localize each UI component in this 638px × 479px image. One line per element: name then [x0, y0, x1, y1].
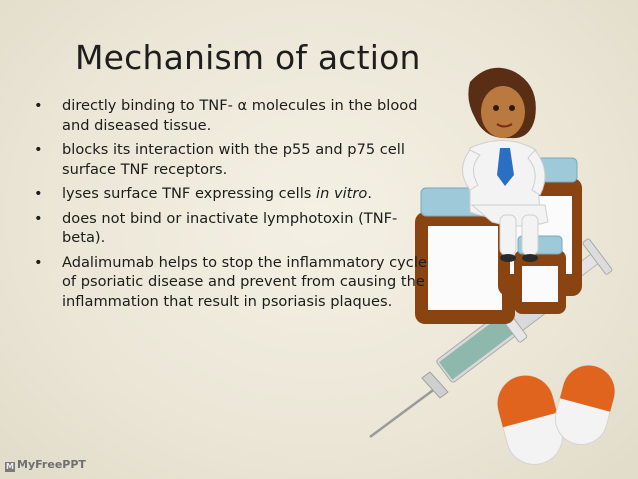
bullet-item: • directly binding to TNF- α molecules i… — [34, 96, 434, 135]
bullet-icon: • — [34, 209, 43, 227]
watermark-text: MyFreePPT — [17, 458, 86, 471]
doctor-character-illustration — [462, 67, 549, 262]
bullet-icon: • — [34, 185, 43, 202]
bullet-item: • blocks its interaction with the p55 an… — [34, 140, 434, 179]
bullet-text: blocks its interaction with the p55 and … — [62, 141, 405, 178]
bullet-text: directly binding to TNF- α molecules in … — [62, 97, 418, 134]
bullet-text-pre: lyses surface TNF expressing cells — [62, 185, 317, 202]
bullet-item: • does not bind or inactivate lymphotoxi… — [34, 209, 434, 248]
capsule-icon — [497, 364, 616, 465]
slide-title: Mechanism of action — [75, 38, 421, 77]
bullet-icon: • — [34, 97, 43, 114]
bullet-icon: • — [34, 141, 43, 158]
bullet-text-italic: in vitro — [316, 185, 368, 202]
bullet-list: • directly binding to TNF- α molecules i… — [34, 96, 434, 316]
bullet-text: Adalimumab helps to stop the inflammator… — [62, 253, 427, 310]
bullet-text-post: . — [367, 185, 372, 202]
bullet-icon: • — [34, 253, 43, 271]
bullet-item: • lyses surface TNF expressing cells in … — [34, 184, 434, 204]
watermark-icon: M — [5, 462, 15, 472]
bullet-text: lyses surface TNF expressing cells in vi… — [62, 185, 372, 202]
bullet-item: • Adalimumab helps to stop the inflammat… — [34, 253, 434, 312]
bullet-text: does not bind or inactivate lymphotoxin … — [62, 209, 398, 247]
